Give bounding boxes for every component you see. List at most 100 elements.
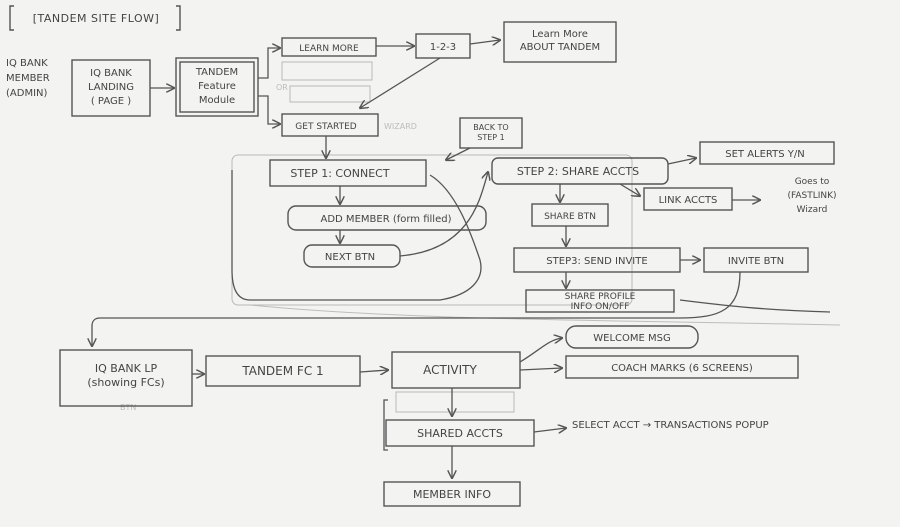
label-line: Wizard — [797, 205, 828, 215]
faint-mark-btn: BTN — [120, 403, 136, 412]
svg-text:INVITE BTN: INVITE BTN — [728, 256, 784, 267]
title-bracket-left — [9, 5, 14, 31]
label-line: BACK TO — [473, 123, 508, 132]
label-line: IQ BANK — [6, 58, 48, 69]
svg-text:SELECT ACCT → TRANSACTIONS POP: SELECT ACCT → TRANSACTIONS POPUP — [572, 420, 769, 431]
label-line: SET ALERTS Y/N — [725, 149, 805, 160]
node-shared-accts: SHARED ACCTS — [385, 419, 535, 447]
node-tandem-fc1: TANDEM FC 1 — [205, 355, 361, 387]
node-one-two-three: 1-2-3 — [415, 33, 471, 59]
node-select-acct: SELECT ACCT → TRANSACTIONS POPUP — [572, 420, 769, 431]
edge-step2-to-link — [619, 183, 640, 196]
svg-text:COACH MARKS (6 SCREENS): COACH MARKS (6 SCREENS) — [611, 363, 753, 374]
label-line: IQ BANK — [90, 68, 132, 79]
label-line: TANDEM — [195, 67, 238, 78]
label-line: STEP 1: CONNECT — [290, 167, 389, 180]
ghost-box-4 — [395, 391, 515, 413]
node-share-btn: SHARE BTN — [531, 203, 609, 227]
svg-text:STEP 1: CONNECT: STEP 1: CONNECT — [290, 167, 389, 180]
svg-text:Goes to(FASTLINK)Wizard: Goes to (FASTLINK) Wizard — [787, 177, 836, 215]
svg-text:ACTIVITY: ACTIVITY — [423, 363, 477, 377]
label-line: IQ BANK LP — [95, 362, 158, 375]
node-set-alerts: SET ALERTS Y/N — [699, 141, 835, 165]
loop-edge-right — [679, 299, 831, 313]
diagram-title: [TANDEM SITE FLOW] — [33, 12, 160, 25]
label-line: ( PAGE ) — [91, 96, 131, 107]
node-fastlink-wizard: Goes to (FASTLINK) Wizard — [787, 177, 836, 215]
svg-text:MEMBER INFO: MEMBER INFO — [413, 488, 491, 501]
label-line: ABOUT TANDEM — [520, 42, 600, 53]
label-line: SHARE BTN — [544, 212, 596, 222]
svg-text:TANDEM FC 1: TANDEM FC 1 — [241, 364, 323, 378]
node-link-accts: LINK ACCTS — [643, 187, 733, 211]
label-line: INVITE BTN — [728, 256, 784, 267]
label-line: Module — [199, 95, 235, 106]
svg-text:IQ BANK LP(showing FCs): IQ BANK LP(showing FCs) — [87, 362, 164, 389]
label-line: LINK ACCTS — [659, 195, 718, 206]
node-member-info: MEMBER INFO — [383, 481, 521, 507]
svg-text:LINK ACCTS: LINK ACCTS — [659, 195, 718, 206]
edge-shared-to-select — [533, 428, 566, 432]
label-line: STEP3: SEND INVITE — [546, 256, 647, 267]
label-line: (showing FCs) — [87, 376, 164, 389]
edge-fc1-to-activity — [359, 370, 388, 372]
edge-step2-to-alerts — [667, 158, 696, 165]
edge-invite-to-lp — [92, 271, 741, 346]
svg-text:ADD MEMBER (form filled): ADD MEMBER (form filled) — [321, 214, 452, 225]
label-line: MEMBER INFO — [413, 488, 491, 501]
node-activity: ACTIVITY — [391, 351, 521, 389]
title-bracket-right — [176, 5, 181, 31]
node-add-member: ADD MEMBER (form filled) — [287, 205, 487, 231]
label-line: SELECT ACCT → TRANSACTIONS POPUP — [572, 420, 769, 431]
edge-bracket-left — [383, 399, 388, 451]
label-line: Learn More — [532, 29, 588, 40]
node-learn-more: LEARN MORE — [281, 37, 377, 57]
label-line: ACTIVITY — [423, 363, 477, 377]
label-line: GET STARTED — [295, 122, 356, 132]
label-line: 1-2-3 — [430, 42, 456, 53]
node-invite-btn: INVITE BTN — [703, 247, 809, 273]
edges — [92, 40, 760, 478]
svg-text:SHARE BTN: SHARE BTN — [544, 212, 596, 222]
svg-text:NEXT BTN: NEXT BTN — [325, 252, 375, 263]
label-line: Feature — [198, 81, 236, 92]
edge-module-to-getstarted — [258, 95, 280, 124]
svg-text:LEARN MORE: LEARN MORE — [299, 44, 359, 54]
label-line: STEP 2: SHARE ACCTS — [517, 165, 639, 178]
svg-text:WELCOME MSG: WELCOME MSG — [593, 333, 670, 344]
edge-activity-to-welcome — [519, 338, 562, 363]
node-coach-marks: COACH MARKS (6 SCREENS) — [565, 355, 799, 379]
ghost-box-1 — [281, 61, 373, 81]
faint-mark-wizard: WIZARD — [384, 122, 417, 131]
node-next-btn: NEXT BTN — [303, 244, 401, 268]
node-step1-connect: STEP 1: CONNECT — [269, 159, 427, 187]
edge-module-to-learnmore — [258, 48, 280, 79]
svg-text:SET ALERTS Y/N: SET ALERTS Y/N — [725, 149, 805, 160]
node-welcome-msg: WELCOME MSG — [565, 325, 699, 349]
loop-edge-ghost — [249, 304, 841, 326]
label-line: Goes to — [795, 177, 830, 187]
edge-123-to-about — [469, 40, 500, 44]
label-line: LEARN MORE — [299, 44, 359, 54]
label-line: TANDEM FC 1 — [241, 364, 323, 378]
label-line: INFO ON/OFF — [571, 302, 630, 312]
label-line: COACH MARKS (6 SCREENS) — [611, 363, 753, 374]
svg-text:1-2-3: 1-2-3 — [430, 42, 456, 53]
label-line: (FASTLINK) — [787, 191, 836, 201]
svg-text:STEP 2: SHARE ACCTS: STEP 2: SHARE ACCTS — [517, 165, 639, 178]
node-iq-bank-lp: IQ BANK LP(showing FCs) — [59, 349, 193, 407]
label-line: MEMBER — [6, 73, 50, 84]
label-line: NEXT BTN — [325, 252, 375, 263]
edge-back-to-step1 — [446, 147, 471, 160]
